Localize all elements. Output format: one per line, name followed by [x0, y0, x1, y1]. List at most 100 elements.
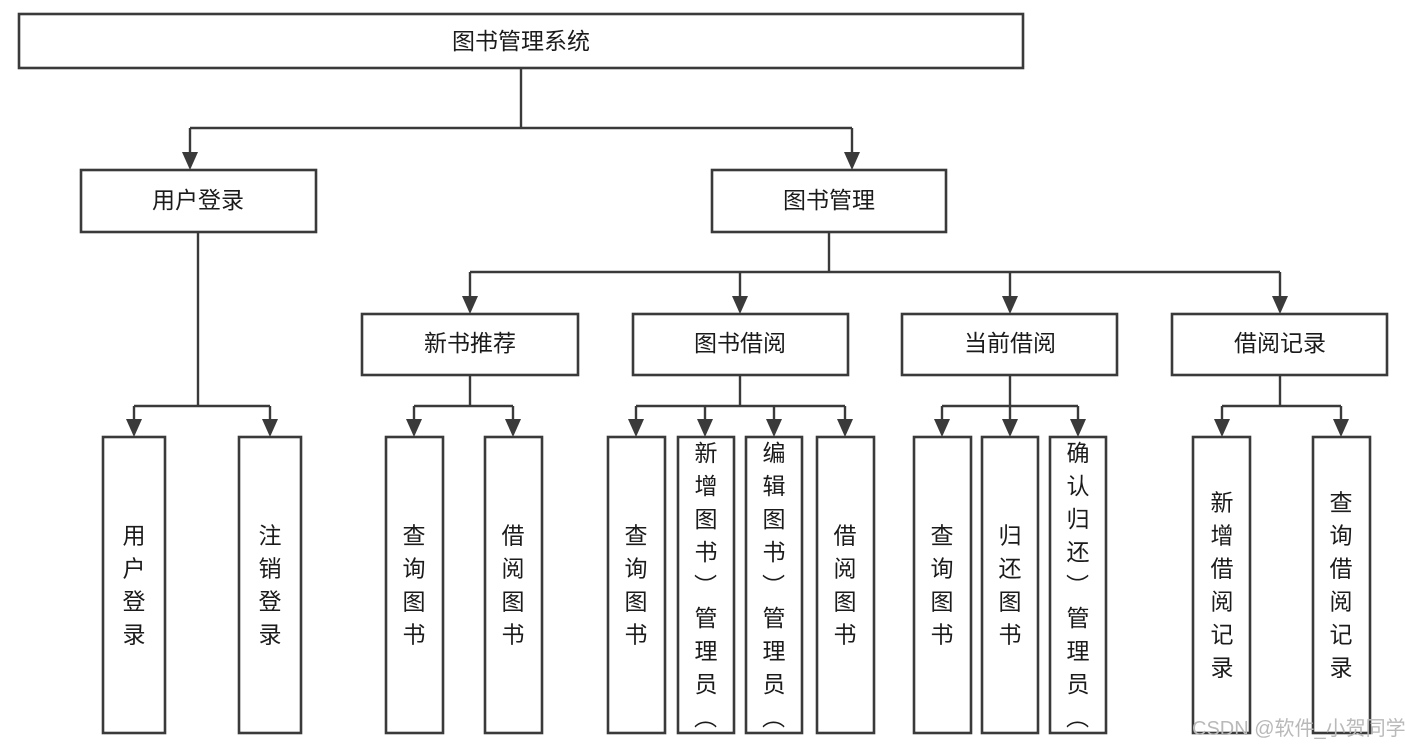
vertical-label-char: 图 [931, 589, 954, 615]
arrow-head-leaf-query-book-3 [934, 419, 950, 437]
vertical-label-char: 图 [625, 589, 648, 615]
node-leaf-add-book-box[interactable] [676, 435, 736, 735]
node-new-book-rec-box[interactable] [360, 312, 580, 377]
node-root-box[interactable] [17, 12, 1025, 70]
node-leaf-add-record-box[interactable] [1191, 435, 1252, 735]
arrow-head-leaf-edit-book [766, 419, 782, 437]
vertical-label-char: （ [761, 574, 787, 597]
vertical-label-char: 登 [259, 589, 282, 615]
vertical-label-char: （ [1065, 574, 1091, 597]
node-book-manage-box[interactable] [710, 168, 948, 234]
node-leaf-borrow-book-2-box[interactable] [815, 435, 876, 735]
vertical-label-char: 理 [695, 638, 718, 664]
vertical-label-char: 录 [1211, 655, 1234, 681]
vertical-label-char: 员 [695, 671, 718, 697]
node-leaf-user-login[interactable]: 用户登录 [101, 435, 167, 735]
arrow-head-leaf-add-book [697, 419, 713, 437]
vertical-label-char: 确 [1067, 440, 1090, 466]
vertical-label-char: 书 [763, 539, 786, 565]
node-borrow-record-label: 借阅记录 [1234, 330, 1326, 356]
connector-borrowrecord-to-leaves [1220, 375, 1343, 425]
connector-root-to-level2 [188, 68, 854, 158]
vertical-label-char: 录 [259, 622, 282, 648]
vertical-label-char: 新 [695, 440, 718, 466]
vertical-label-char: ） [693, 706, 719, 729]
connector-bookmanage-to-level3 [468, 232, 1282, 302]
node-root-label: 图书管理系统 [452, 28, 590, 54]
vertical-label-char: 借 [1330, 556, 1353, 582]
vertical-label-char: 询 [931, 556, 954, 582]
node-leaf-query-record-box[interactable] [1311, 435, 1372, 735]
arrow-head-leaf-user-logout [262, 419, 278, 437]
vertical-label-char: 图 [695, 506, 718, 532]
vertical-label-char: 认 [1067, 473, 1090, 499]
vertical-label-char: 归 [999, 523, 1022, 549]
node-root[interactable]: 图书管理系统 [17, 12, 1025, 70]
node-leaf-edit-book-box[interactable] [744, 435, 804, 735]
vertical-label-char: 询 [1330, 523, 1353, 549]
node-leaf-query-book-3-box[interactable] [912, 435, 973, 735]
vertical-label-char: 录 [123, 622, 146, 648]
node-current-borrow-box[interactable] [900, 312, 1119, 377]
node-user-login[interactable]: 用户登录 [79, 168, 318, 234]
vertical-label-char: 归 [1067, 506, 1090, 532]
node-new-book-rec[interactable]: 新书推荐 [360, 312, 580, 377]
vertical-label-char: 阅 [834, 556, 857, 582]
arrow-head-borrow-record [1272, 296, 1288, 314]
node-leaf-user-logout-box[interactable] [237, 435, 303, 735]
vertical-label-char: 书 [834, 622, 857, 648]
vertical-label-char: 员 [763, 671, 786, 697]
node-leaf-confirm-return-box[interactable] [1048, 435, 1108, 735]
vertical-label-char: 增 [695, 473, 718, 499]
node-borrow-record-box[interactable] [1170, 312, 1389, 377]
vertical-label-char: 阅 [502, 556, 525, 582]
node-book-borrow-box[interactable] [631, 312, 850, 377]
node-book-borrow-label: 图书借阅 [694, 330, 786, 356]
vertical-label-char: （ [693, 574, 719, 597]
node-user-login-box[interactable] [79, 168, 318, 234]
node-borrow-record[interactable]: 借阅记录 [1170, 312, 1389, 377]
node-leaf-return-book-box[interactable] [980, 435, 1040, 735]
arrow-head-leaf-query-book-2 [628, 419, 644, 437]
connector-bookborrow-to-leaves [634, 375, 847, 425]
vertical-label-char: 录 [1330, 655, 1353, 681]
arrow-head-leaf-borrow-book-1 [505, 419, 521, 437]
vertical-label-char: ） [761, 706, 787, 729]
node-book-manage[interactable]: 图书管理 [710, 168, 948, 234]
node-leaf-query-book-1-box[interactable] [384, 435, 445, 735]
node-leaf-borrow-book-1-box[interactable] [483, 435, 544, 735]
watermark-label: CSDN @软件_小贺同学 [1192, 717, 1405, 740]
node-current-borrow[interactable]: 当前借阅 [900, 312, 1119, 377]
vertical-label-char: 书 [625, 622, 648, 648]
node-new-book-rec-label: 新书推荐 [424, 330, 516, 356]
vertical-label-char: 理 [763, 638, 786, 664]
vertical-label-char: 图 [999, 589, 1022, 615]
node-leaf-query-book-2-box[interactable] [606, 435, 667, 735]
vertical-label-char: 还 [1067, 539, 1090, 565]
node-leaf-user-login-box[interactable] [101, 435, 167, 735]
node-book-borrow[interactable]: 图书借阅 [631, 312, 850, 377]
vertical-label-char: 书 [403, 622, 426, 648]
arrow-head-user-login [182, 152, 198, 170]
vertical-label-char: 书 [931, 622, 954, 648]
vertical-label-char: 询 [625, 556, 648, 582]
vertical-label-char: 增 [1211, 523, 1234, 549]
